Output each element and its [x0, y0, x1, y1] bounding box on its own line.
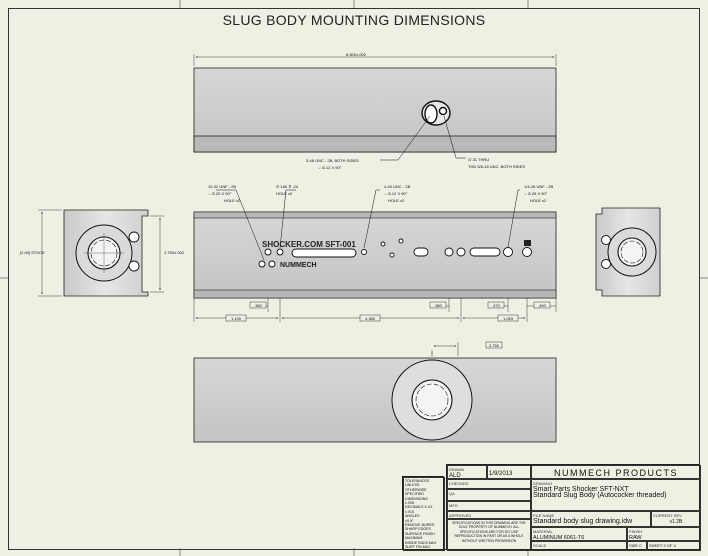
note-10-32-csk: ⌵ ∅.20 X 90°: [208, 191, 232, 196]
size-label: SIZE: [629, 543, 638, 548]
tolerance-block: TOLERANCES UNLESS OTHERWISE SPECIFIED DI…: [402, 476, 445, 551]
drawing-title-line2: Standard Slug Body (Autococker threaded): [533, 492, 667, 499]
annotations: 6.500±.002 3-48 UNC - 2B, BOTH SIDES ⌵ ∅…: [20, 52, 553, 349]
checked-label: CHECKED: [449, 481, 469, 486]
dim-1130: 1.130: [231, 316, 242, 321]
of-label: OF: [666, 543, 673, 548]
note-1-4-28: 1/4-28 UNF - 2B: [524, 184, 553, 189]
top-view: [193, 54, 557, 161]
note-10-32-qty: HOLE x2: [224, 198, 241, 203]
dim-height: 1.750±.002: [164, 250, 185, 255]
tol-line: ±.005: [405, 501, 414, 506]
dim-stock: [2.00] STOCK: [20, 250, 45, 255]
drawing-title-label: DRAWING: [533, 481, 553, 486]
tol-line: INSIDE RADII MAX: [405, 540, 437, 545]
drawn-by: ALD: [449, 473, 461, 479]
note-3-48-csk: ⌵ ∅.12 X 90°: [318, 165, 342, 170]
tol-line: SHARP EDGES: [405, 527, 431, 532]
qa-label: QA: [449, 491, 455, 496]
note-31-thru: ∅.31 THRU: [468, 157, 489, 162]
tol-line: DIMENSIONS: [405, 496, 428, 501]
note-3-48: 3-48 UNC - 2B, BOTH SIDES: [306, 158, 359, 163]
tol-line: ±.010: [405, 509, 414, 514]
finish-label: FINISH: [629, 529, 643, 534]
sheet-label: SHEET: [649, 543, 663, 548]
dim-380-a: .380: [254, 303, 263, 308]
threaded-port-icon: [421, 100, 451, 126]
tol-line: OTHERWISE SPECIFIED: [405, 487, 427, 497]
proprietary-note-2: REPRODUCTION IN PART OR AS A WHOLE WITHO…: [454, 534, 524, 543]
dim-450: .450: [538, 303, 547, 308]
tol-line: SURF FIN MAX: [405, 545, 431, 550]
tol-line: MAXIMUM: [405, 536, 423, 541]
engraving-1: SHOCKER.COM SFT-001: [262, 240, 356, 249]
note-10-32: 10-32 UNF - 2B: [208, 184, 236, 189]
front-view: [193, 189, 557, 322]
note-4-40: 4-40 UNC - 2B: [384, 184, 411, 189]
note-180-qty: HOLE x2: [276, 191, 293, 196]
note-4-40-csk: ⌵ ∅.12 X 90°: [384, 191, 408, 196]
drawing-title-line1: Smart Parts Shocker SFT-NXT: [533, 486, 629, 493]
filename-label: FILE NAME: [533, 513, 555, 518]
sheet-number: 3: [663, 543, 666, 548]
title-block: DRAWN ALD 1/9/2013 CHECKED QA MFG APPROV…: [446, 464, 701, 551]
dim-2750: 2.750: [489, 343, 500, 348]
dim-1053: 1.053: [503, 316, 514, 321]
rev-value: v1.2B: [669, 519, 683, 525]
dim-380-b: .380: [434, 303, 443, 308]
filename: Standard body slug drawing.idw: [533, 518, 633, 525]
bottom-view: [193, 342, 557, 443]
drawn-label: DRAWN: [449, 467, 464, 472]
tol-line: ANGLES: [405, 514, 420, 519]
dim-470: .470: [492, 303, 501, 308]
note-4-40-qty: HOLE x2: [388, 198, 405, 203]
left-end-view: [38, 209, 164, 297]
dim-4380: 4.380: [365, 316, 376, 321]
drawing-title: SLUG BODY MOUNTING DIMENSIONS: [222, 12, 486, 28]
note-1-4-28-csk: ⌵ ∅.26 X 90°: [524, 191, 548, 196]
mfg-label: MFG: [449, 503, 458, 508]
material-label: MATERIAL: [533, 529, 553, 534]
size-value: C: [639, 543, 642, 548]
company-name: NUMMECH PRODUCTS: [554, 468, 678, 478]
proprietary-note: SPECIFICATIONS IN THIS DRAWING ARE THE S…: [452, 521, 526, 534]
rev-label: CURRENT REV: [653, 513, 682, 518]
material-value: ALUMINUM 6061-T6: [533, 535, 585, 541]
tol-line: REMOVE BURRS: [405, 523, 435, 528]
sheet-count: 4: [673, 543, 676, 548]
note-1-4-28-qty: HOLE x2: [530, 198, 547, 203]
note-180: ∅.180 ⊽ .24: [276, 184, 299, 189]
tol-line: DECIMALS X.XX: [405, 505, 433, 510]
engraving-2: NUMMECH: [280, 262, 317, 269]
approved-label: APPROVED: [449, 513, 472, 518]
note-5-8-16: THD 5/8-16 UNC, BOTH SIDES: [468, 164, 525, 169]
drawn-date: 1/9/2013: [489, 471, 513, 477]
tol-line: ±0.5°: [405, 518, 414, 523]
tol-line: SURFACE FINISH: [405, 531, 435, 536]
overall-length-dim: 6.500±.002: [346, 52, 367, 57]
finish-value: RAW: [629, 535, 642, 541]
scale-label: SCALE: [533, 543, 547, 548]
tol-line: TOLERANCES UNLESS: [405, 479, 430, 488]
right-end-view: [595, 207, 661, 297]
